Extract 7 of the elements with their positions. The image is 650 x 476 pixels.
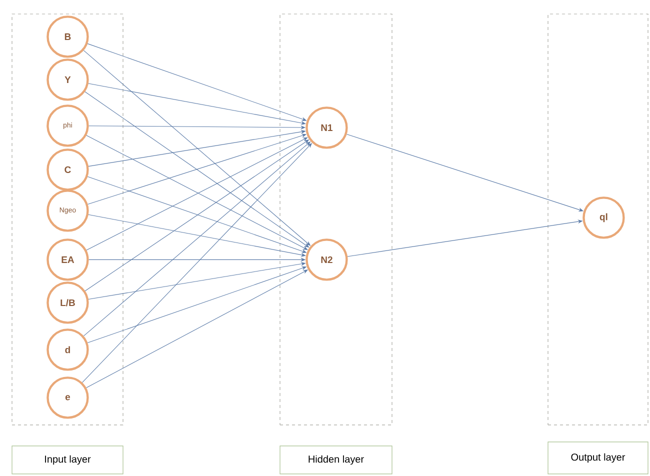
layer-frame xyxy=(280,14,392,426)
layer-frame xyxy=(12,14,124,426)
layer-frame xyxy=(548,14,648,426)
layer-label-box: Input layer xyxy=(12,446,124,474)
arrow xyxy=(88,214,306,257)
layer-label-box: Output layer xyxy=(548,442,648,474)
layer-label-box: Hidden layer xyxy=(280,446,392,474)
